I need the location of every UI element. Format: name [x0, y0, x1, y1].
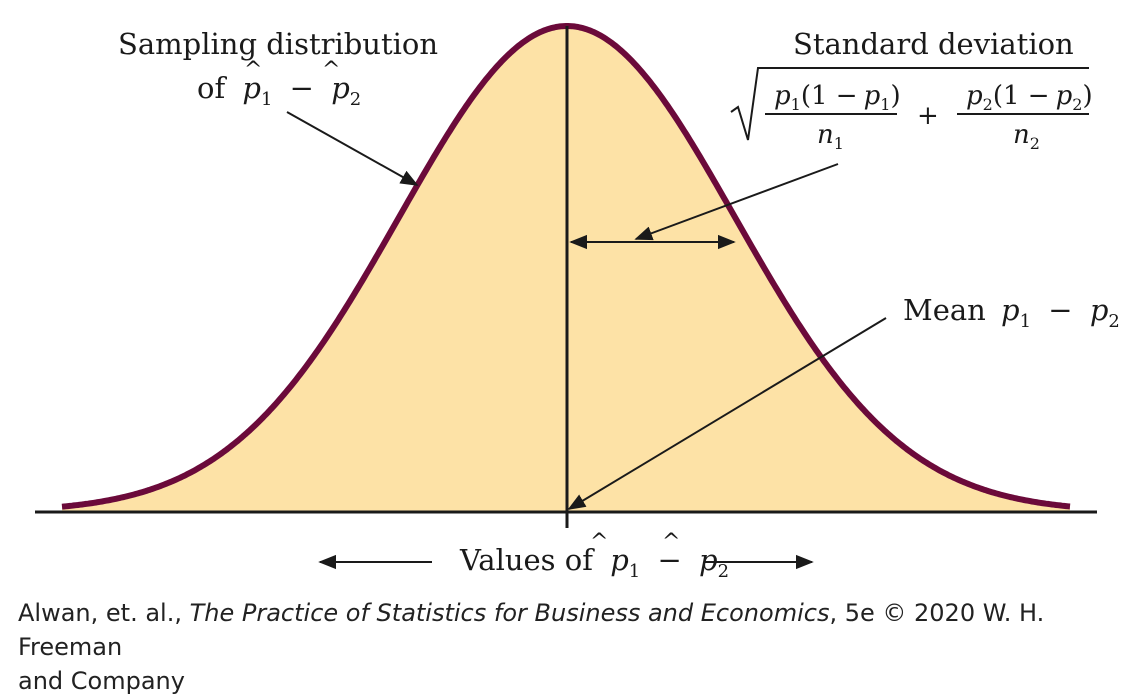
credit-authors: Alwan, et. al., [18, 599, 182, 627]
mean-label: Mean p1 − p2 [903, 293, 1120, 334]
credit-edition: , 5e © 2020 W. H. Freeman [18, 599, 1045, 661]
sampling-pointer-arrow [286, 111, 419, 186]
mean-pointer-arrow [567, 317, 887, 510]
formula-denominator-2: n2 [1013, 120, 1040, 153]
hat-glyph: ^ [590, 530, 608, 555]
formula-numerator-2: p2(1 −p2) [966, 81, 1093, 114]
credit-publisher-line: and Company [18, 667, 185, 695]
hat-glyph: ^ [322, 58, 340, 83]
figure-credit: Alwan, et. al., The Practice of Statisti… [18, 596, 1118, 698]
sampling-distribution-label: Sampling distribution [118, 27, 438, 61]
standard-deviation-label: Standard deviation [793, 27, 1074, 61]
values-of-label: Values of p1 − p2 [459, 543, 729, 584]
hat-glyph: ^ [244, 58, 262, 83]
formula-denominator-1: n1 [817, 120, 844, 153]
sqrt-radical [730, 67, 1089, 141]
std-pointer-arrow [634, 163, 839, 241]
formula-numerator-1: p1(1 −p1) [774, 81, 901, 114]
hat-glyph: ^ [662, 530, 680, 555]
formula-plus: + [917, 101, 939, 131]
sampling-of-expression: of p1 − p2 [197, 71, 361, 112]
sampling-distribution-diagram: Sampling distribution of p1 − p2 ^ ^ Sta… [35, 23, 1120, 584]
credit-book-title: The Practice of Statistics for Business … [189, 599, 830, 627]
